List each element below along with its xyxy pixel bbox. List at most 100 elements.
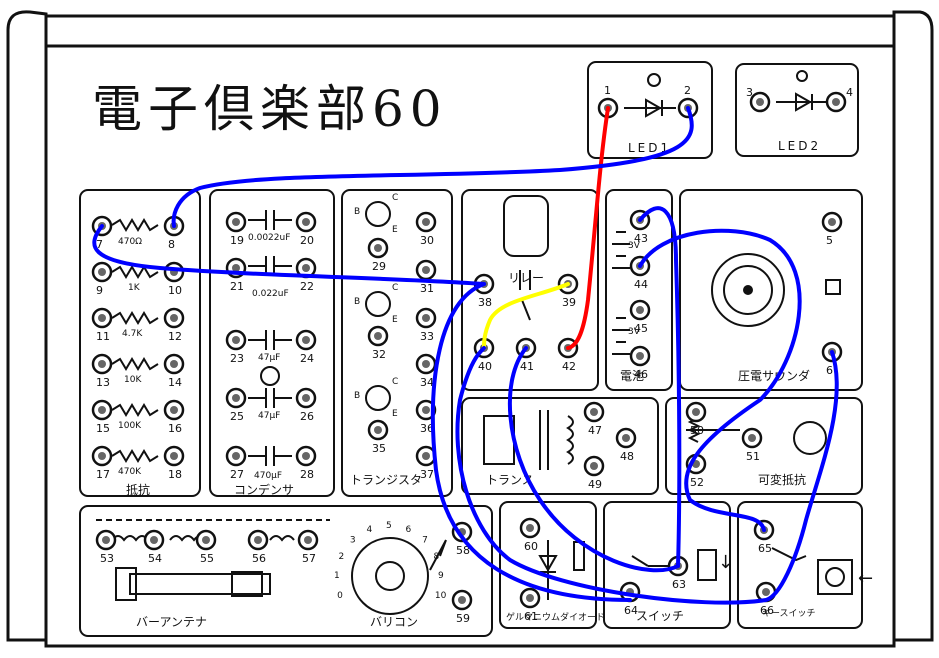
- terminal-number-17: 17: [96, 468, 110, 481]
- terminal-56: [247, 529, 269, 551]
- terminal-number-60: 60: [524, 540, 538, 553]
- terminal-25: [225, 387, 247, 409]
- dial-number-1: 1: [334, 571, 340, 581]
- terminal-number-24: 24: [300, 352, 314, 365]
- terminal-number-20: 20: [300, 234, 314, 247]
- terminal-number-23: 23: [230, 352, 244, 365]
- terminal-18: [163, 445, 185, 467]
- terminal-4: [825, 91, 847, 113]
- key-arrow-marker: ←: [858, 568, 873, 589]
- buzzer-label: 圧電サウンダ: [738, 368, 810, 383]
- value-r11: 4.7K: [122, 329, 143, 339]
- dial-number-0: 0: [337, 591, 343, 601]
- terminal-number-38: 38: [478, 296, 492, 309]
- transistor-pin-8: E: [392, 409, 398, 419]
- terminal-46: [629, 345, 651, 367]
- section-labels: LED1 LED2 抵抗 コンデンサ トランジスタ リレー 電池 圧電サウンダ …: [126, 139, 818, 629]
- terminal-29: [367, 237, 389, 259]
- resistor-frame: [79, 189, 201, 497]
- terminal-55: [195, 529, 217, 551]
- terminal-number-28: 28: [300, 468, 314, 481]
- terminal-number-46: 46: [634, 368, 648, 381]
- value-r7: 470Ω: [118, 237, 142, 247]
- terminal-48: [615, 427, 637, 449]
- terminal-number-29: 29: [372, 260, 386, 273]
- terminal-number-33: 33: [420, 330, 434, 343]
- terminal-number-59: 59: [456, 612, 470, 625]
- terminal-22: [295, 257, 317, 279]
- transformer-frame: [461, 397, 659, 495]
- transistor-pin-5: E: [392, 315, 398, 325]
- terminal-number-34: 34: [420, 376, 434, 389]
- capacitor-label: コンデンサ: [234, 482, 294, 497]
- terminal-number-16: 16: [168, 422, 182, 435]
- value-r15: 100K: [118, 421, 142, 431]
- terminal-number-65: 65: [758, 542, 772, 555]
- terminal-60: [519, 517, 541, 539]
- terminal-number-63: 63: [672, 578, 686, 591]
- terminal-number-40: 40: [478, 360, 492, 373]
- value-r13: 10K: [124, 375, 142, 385]
- terminal-number-18: 18: [168, 468, 182, 481]
- terminal-35: [367, 419, 389, 441]
- terminal-32: [367, 325, 389, 347]
- terminal-14: [163, 353, 185, 375]
- key-switch-frame: [737, 501, 863, 629]
- terminal-13: [91, 353, 113, 375]
- terminal-number-58: 58: [456, 544, 470, 557]
- terminal-31: [415, 259, 437, 281]
- diode-frame: [499, 501, 597, 629]
- transistor-pin-4: C: [392, 283, 398, 293]
- terminal-number-27: 27: [230, 468, 244, 481]
- relay-frame: [461, 189, 599, 391]
- wire-43-63: [638, 206, 682, 568]
- transistor-frame: [341, 189, 453, 497]
- terminal-61: [519, 587, 541, 609]
- terminal-19: [225, 211, 247, 233]
- terminal-20: [295, 211, 317, 233]
- terminal-number-1: 1: [604, 84, 611, 97]
- terminal-number-6: 6: [826, 364, 833, 377]
- dial-number-9: 9: [438, 571, 444, 581]
- terminal-number-2: 2: [684, 84, 691, 97]
- value-b2: 3V: [628, 327, 641, 337]
- transformer-label: トランス: [486, 473, 534, 487]
- switch-label: スイッチ: [636, 609, 684, 623]
- wire-2-8: [171, 106, 694, 228]
- terminal-number-53: 53: [100, 552, 114, 565]
- terminal-number-42: 42: [562, 360, 576, 373]
- terminal-number-66: 66: [760, 604, 774, 617]
- terminal-number-43: 43: [634, 232, 648, 245]
- value-c25: 47μF: [258, 411, 280, 421]
- terminal-number-47: 47: [588, 424, 602, 437]
- terminal-number-9: 9: [96, 284, 103, 297]
- terminal-number-64: 64: [624, 604, 638, 617]
- transistor-label: トランジスタ: [350, 473, 422, 487]
- varicon-label: バリコン: [370, 615, 418, 629]
- terminal-number-11: 11: [96, 330, 110, 343]
- key-switch-label: キースイッチ: [762, 608, 816, 619]
- dial-number-10: 10: [435, 591, 447, 601]
- terminal-number-19: 19: [230, 234, 244, 247]
- terminal-number-51: 51: [746, 450, 760, 463]
- terminal-number-8: 8: [168, 238, 175, 251]
- terminal-30: [415, 211, 437, 233]
- terminal-54: [143, 529, 165, 551]
- terminal-15: [91, 399, 113, 421]
- terminal-number-41: 41: [520, 360, 534, 373]
- terminal-number-25: 25: [230, 410, 244, 423]
- terminal-33: [415, 307, 437, 329]
- terminal-number-52: 52: [690, 476, 704, 489]
- dial-number-6: 6: [405, 525, 411, 535]
- value-c19: 0.0022uF: [248, 233, 290, 243]
- terminal-34: [415, 353, 437, 375]
- terminal-number-50: 50: [690, 424, 704, 437]
- terminal-57: [297, 529, 319, 551]
- terminal-number-12: 12: [168, 330, 182, 343]
- dial-number-4: 4: [367, 525, 373, 535]
- diode-label: ゲルマニウムダイオード: [506, 611, 605, 623]
- terminal-number-36: 36: [420, 422, 434, 435]
